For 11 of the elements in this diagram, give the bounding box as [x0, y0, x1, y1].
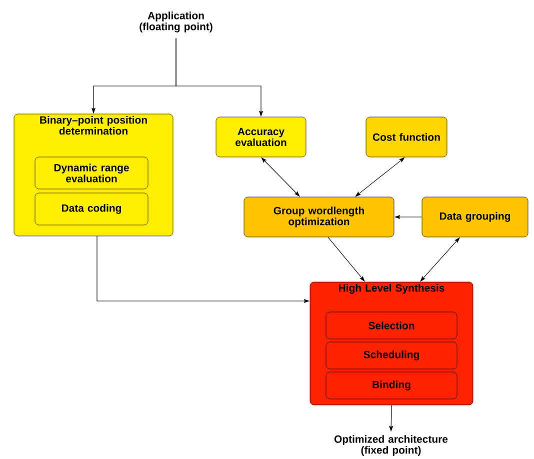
step-box: Binding	[326, 372, 458, 400]
terminal-label: Optimized architecture (fixed point)	[334, 435, 448, 456]
step-box: Data coding	[34, 192, 148, 226]
step-box: Dynamic range evaluation	[34, 156, 148, 190]
step-box: Selection	[326, 312, 458, 340]
step-box: Scheduling	[326, 342, 458, 370]
process-box: Group wordlength optimization	[244, 196, 394, 238]
terminal-label: Application (floating point)	[140, 12, 212, 32]
process-box: Data grouping	[422, 196, 528, 238]
process-box: Cost function	[366, 116, 448, 158]
process-box: Accuracy evaluation	[216, 116, 306, 158]
